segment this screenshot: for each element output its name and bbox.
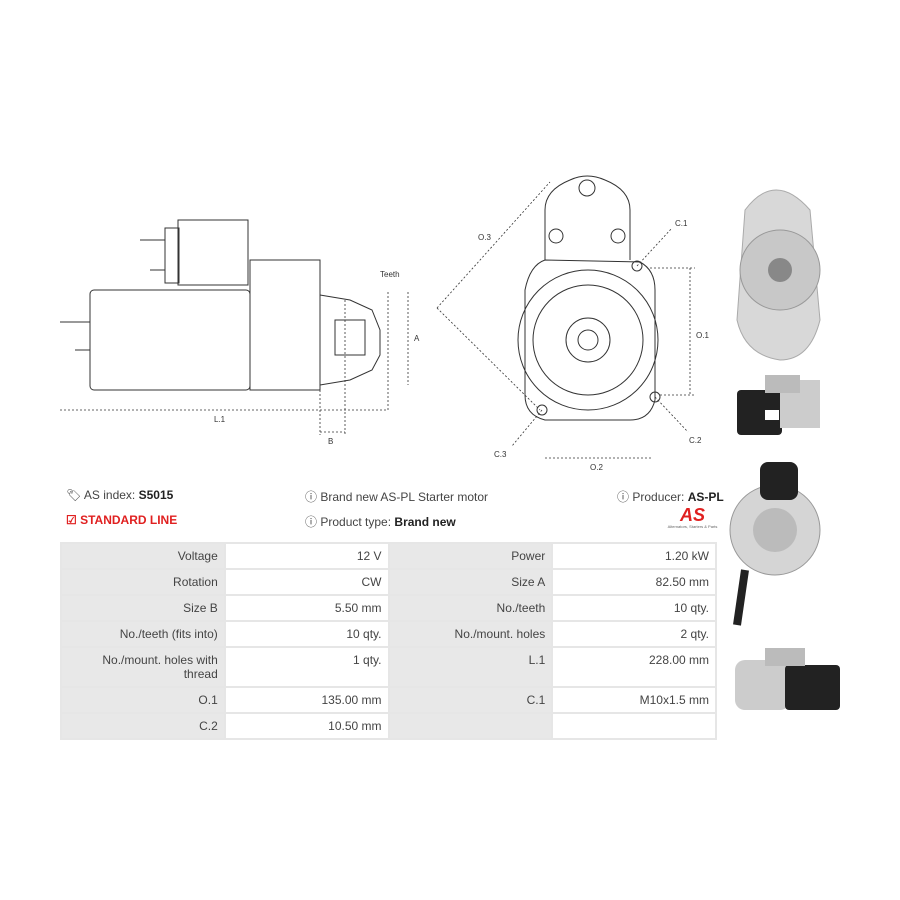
as-index: 🏷︎ AS index: S5015 [66,488,174,502]
front-view-drawing [517,175,661,421]
spec-key: C.2 [60,712,226,740]
as-logo: AS Alternators, Starters & Parts [667,505,718,529]
photo-side [737,375,820,435]
spec-value: 10 qty. [551,594,717,622]
label-c1: C.1 [675,219,688,228]
info-icon: ⓘ [305,515,318,529]
spec-key: Voltage [60,542,226,570]
producer: ⓘ Producer: AS-PL [617,490,724,504]
spec-key: No./mount. holes [387,620,554,648]
label-o1: O.1 [696,331,709,340]
spec-value: 2 qty. [551,620,717,648]
photo-rear [729,462,821,626]
spec-key: No./teeth (fits into) [60,620,226,648]
spec-row: No./teeth (fits into)10 qty.No./mount. h… [60,620,717,648]
product-type: ⓘ Product type: Brand new [305,515,456,529]
label-a: A [414,334,420,343]
label-l1: L.1 [214,415,226,424]
tag-icon: 🏷︎ [66,488,82,502]
spec-value: 1.20 kW [551,542,717,570]
photo-front [736,189,821,361]
label-teeth: Teeth [380,270,400,279]
spec-value: 5.50 mm [223,594,390,622]
spec-key: No./mount. holes with thread [60,646,226,688]
spec-key [387,712,554,740]
spec-value: CW [223,568,390,596]
side-view-drawing [60,219,381,391]
photo-angle [735,648,840,710]
product-photos [729,189,840,710]
spec-key: Size A [387,568,554,596]
label-o3: O.3 [478,233,491,242]
technical-drawing: Teeth A L.1 B O.3 C.1 O.1 C.2 C.3 O.2 [60,175,709,472]
spec-value: M10x1.5 mm [551,686,717,714]
spec-key: No./teeth [387,594,554,622]
spec-key: O.1 [60,686,226,714]
label-o2: O.2 [590,463,603,472]
spec-value: 12 V [223,542,390,570]
description: ⓘ Brand new AS-PL Starter motor [305,490,488,504]
spec-key: C.1 [387,686,554,714]
label-c2: C.2 [689,436,702,445]
info-icon: ⓘ [617,490,630,504]
spec-value: 10.50 mm [223,712,390,740]
spec-key: Size B [60,594,226,622]
spec-value: 10 qty. [223,620,390,648]
label-c3: C.3 [494,450,507,459]
info-icon: ⓘ [305,490,318,504]
spec-key: Rotation [60,568,226,596]
as-index-value: S5015 [138,488,174,502]
spec-value: 82.50 mm [551,568,717,596]
spec-value: 135.00 mm [223,686,390,714]
standard-line-badge: ☑ STANDARD LINE [66,513,178,527]
label-b: B [328,437,333,446]
spec-value: 228.00 mm [551,646,717,688]
spec-key: L.1 [387,646,554,688]
spec-value: 1 qty. [223,646,390,688]
checkbox-icon: ☑ [66,513,77,527]
spec-value [551,712,717,740]
spec-key: Power [387,542,554,570]
